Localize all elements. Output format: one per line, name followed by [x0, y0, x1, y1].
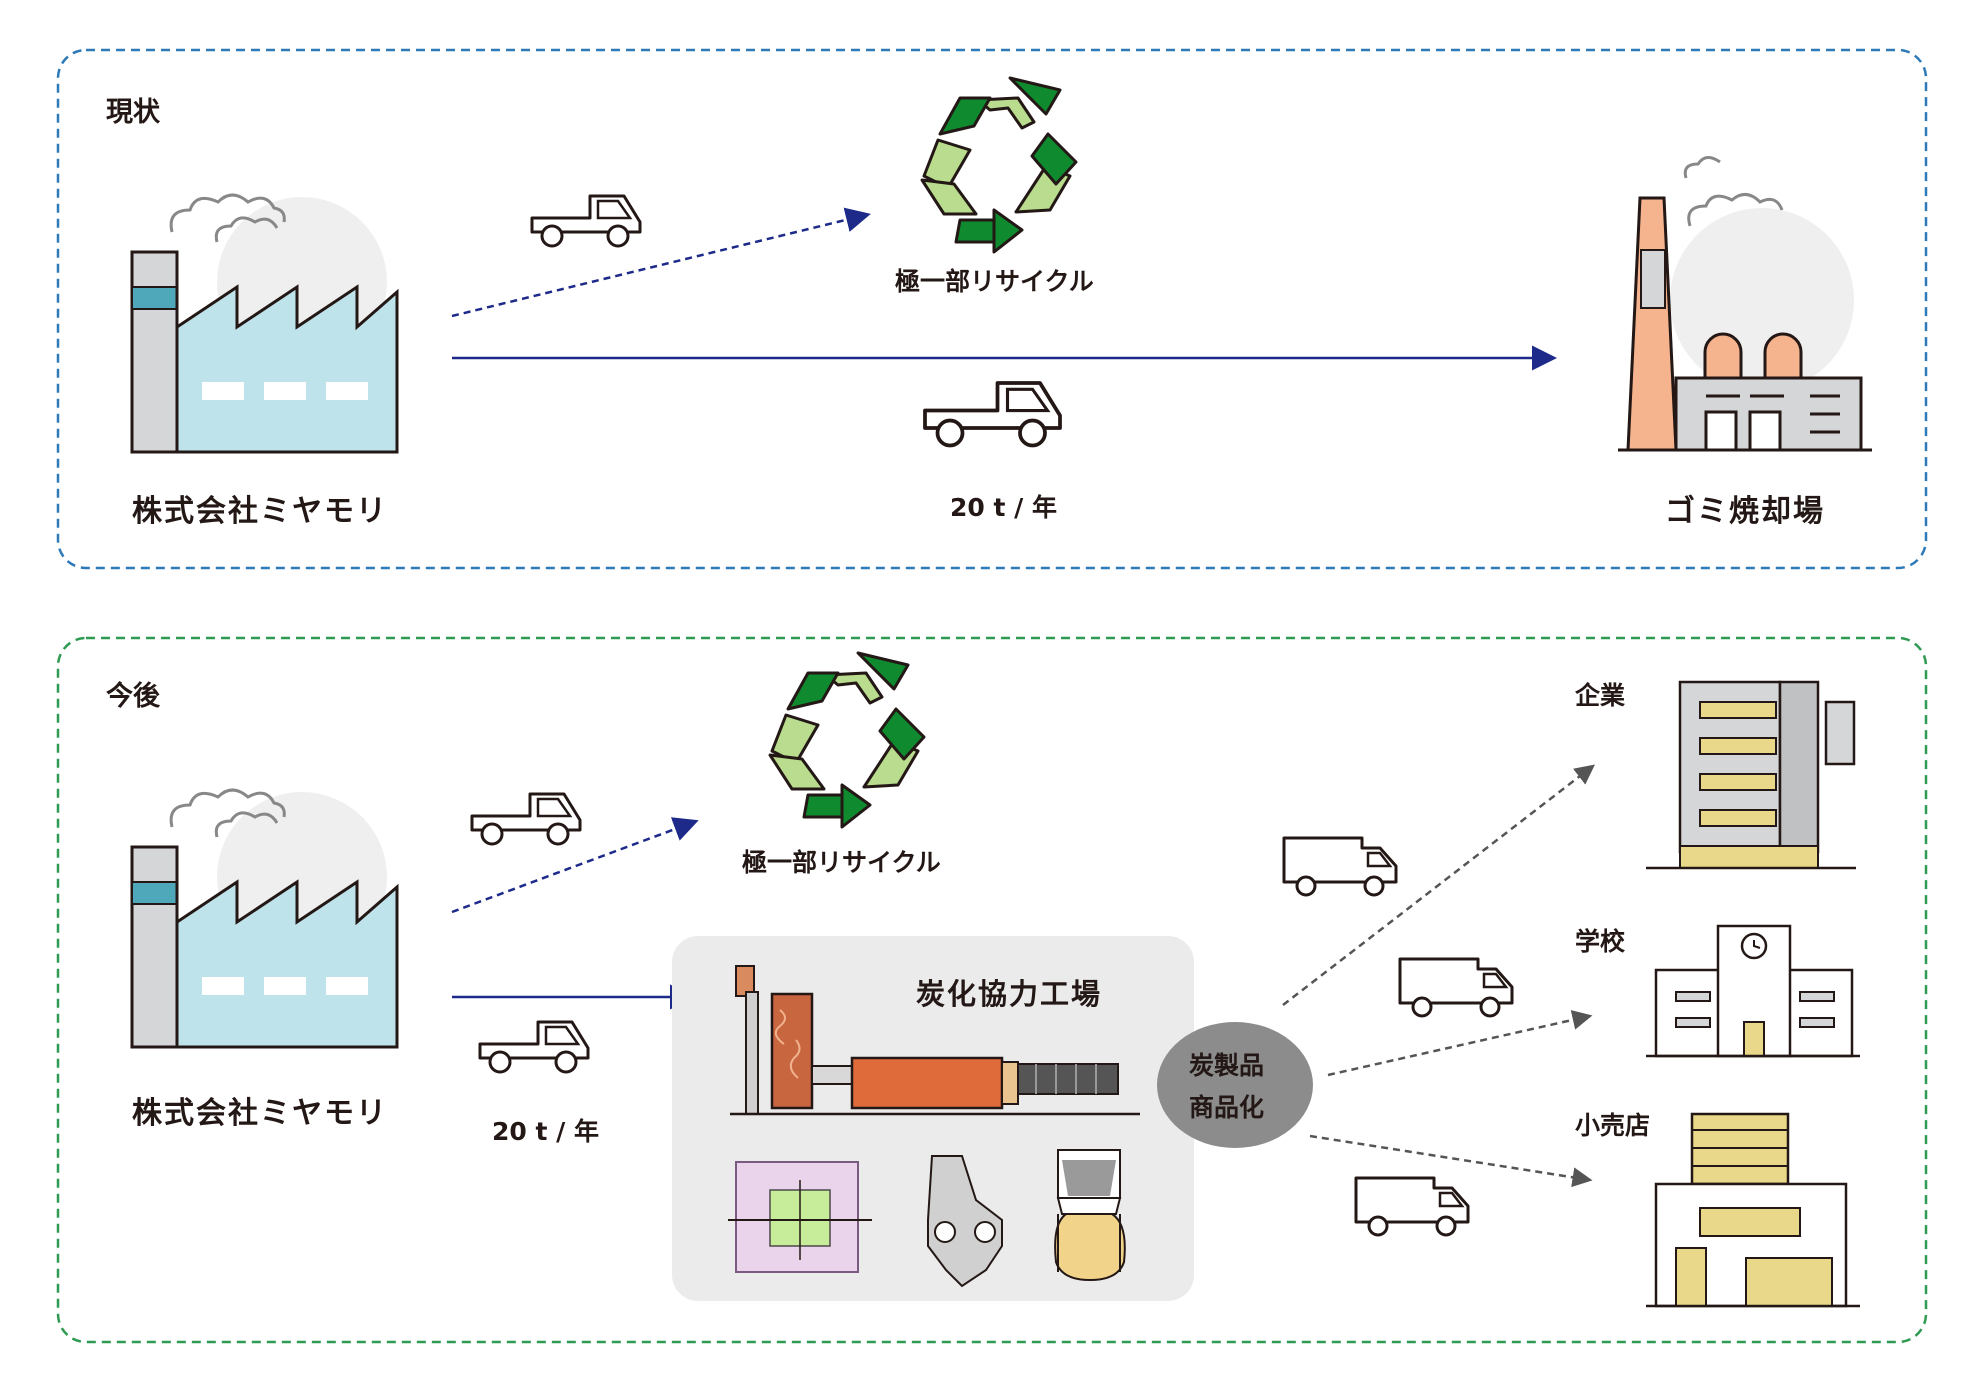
recycle-icon	[768, 651, 926, 829]
pickup-truck-icon	[923, 381, 1062, 448]
product-label-line2: 商品化	[1189, 1093, 1265, 1122]
future-section-frame	[56, 636, 1928, 1344]
recycle-icon	[920, 76, 1078, 254]
hopper-illustration	[927, 1155, 1003, 1288]
volume-label: 20 t / 年	[950, 493, 1057, 522]
recycle-label: 極一部リサイクル	[742, 848, 941, 877]
recycle-label: 極一部リサイクル	[895, 267, 1094, 296]
product-label-line1: 炭製品	[1189, 1051, 1265, 1080]
pickup-truck-icon	[530, 194, 642, 248]
van-icon	[1398, 957, 1514, 1018]
silo-illustration	[1054, 1149, 1126, 1282]
incinerator-icon	[1618, 156, 1872, 452]
volume-label: 20 t / 年	[492, 1117, 599, 1146]
recycle-flow-arrow	[451, 207, 871, 318]
distribution-arrow-retail	[1309, 1134, 1593, 1188]
pickup-truck-icon	[478, 1020, 590, 1074]
current-section-heading: 現状	[106, 97, 160, 128]
plant-label: 炭化協力工場	[916, 977, 1103, 1011]
destination-school: 学校	[1575, 927, 1626, 956]
company-name: 株式会社ミヤモリ	[132, 1096, 388, 1131]
product-badge	[1157, 1022, 1313, 1148]
van-icon	[1282, 836, 1398, 897]
van-icon	[1354, 1176, 1470, 1237]
company-name: 株式会社ミヤモリ	[132, 494, 388, 529]
future-section-heading: 今後	[106, 681, 160, 712]
destination-enterprise: 企業	[1575, 681, 1626, 710]
destination-retail: 小売店	[1575, 1111, 1651, 1140]
factory-icon	[130, 193, 399, 454]
distribution-arrow-school	[1327, 1010, 1593, 1077]
distribution-arrow-enterprise	[1282, 764, 1595, 1006]
retail-building-icon	[1646, 1112, 1860, 1308]
school-building-icon	[1646, 924, 1860, 1058]
current-section-frame	[56, 48, 1928, 570]
separator-illustration	[728, 1161, 872, 1273]
incinerator-label: ゴミ焼却場	[1665, 494, 1825, 529]
factory-icon	[130, 788, 399, 1049]
kiln-illustration	[730, 965, 1140, 1116]
pickup-truck-icon	[470, 792, 582, 846]
office-building-icon	[1646, 680, 1856, 870]
